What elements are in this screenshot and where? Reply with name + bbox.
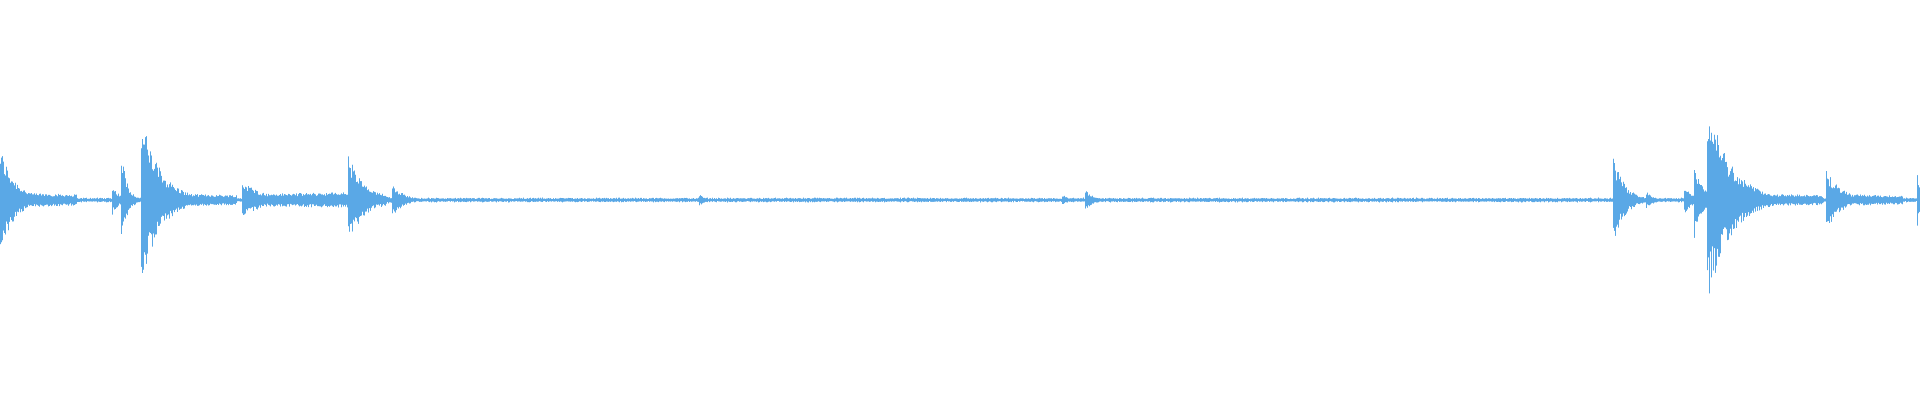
waveform-trace bbox=[0, 126, 1920, 294]
